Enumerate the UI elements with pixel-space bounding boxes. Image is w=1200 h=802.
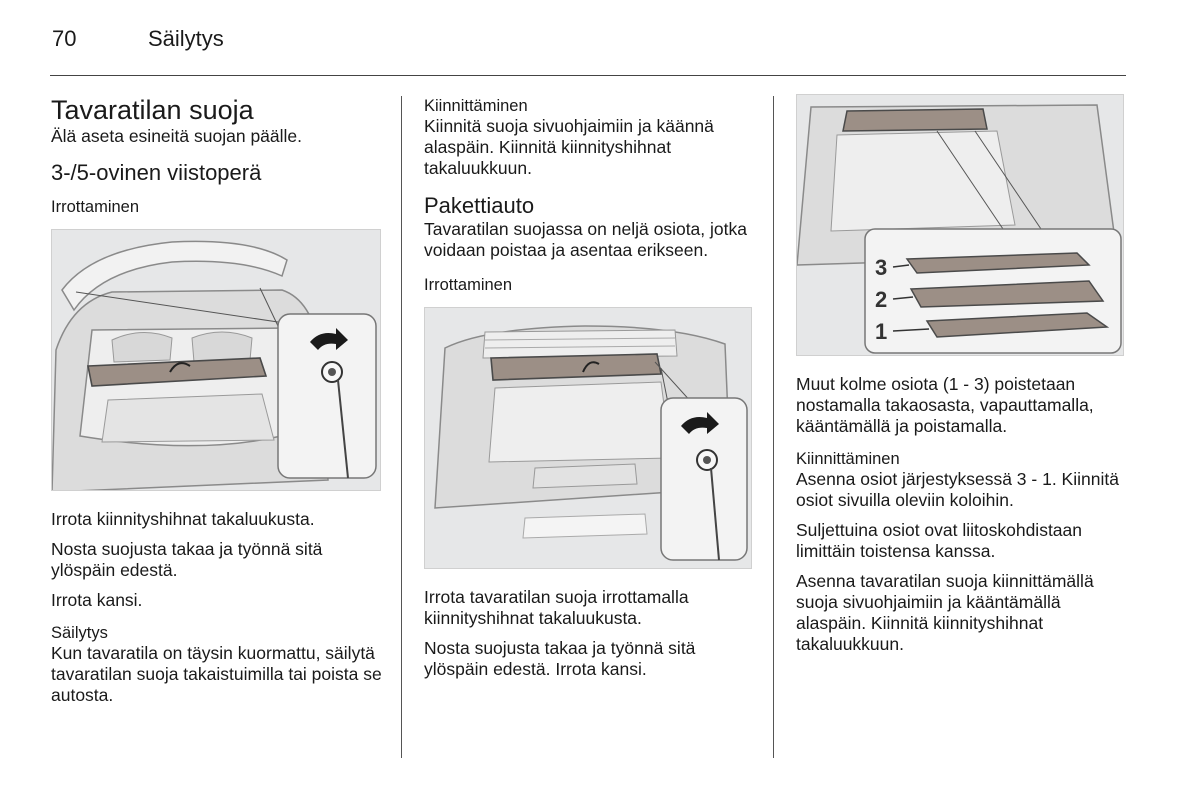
section-label-1: 1 — [875, 319, 887, 344]
hatchback-cover-removal-illustration — [51, 229, 381, 491]
column-2: Kiinnittäminen Kiinnitä suoja sivuohjaim… — [424, 92, 758, 680]
attach-text: Kiinnitä suoja sivuohjaimiin ja käännä a… — [424, 116, 714, 178]
remove-step-1: Irrota kiinnityshihnat takaluukusta. — [51, 509, 315, 529]
section-title: Säilytys — [148, 26, 224, 51]
section-label-2: 2 — [875, 287, 887, 312]
remove-heading: Irrottaminen — [51, 198, 140, 216]
header-rule — [50, 75, 1126, 76]
subheading-hatchback: 3-/5-ovinen viistoperä — [51, 160, 262, 185]
page-number: 70 — [52, 26, 77, 51]
attach-heading: Kiinnittäminen — [796, 450, 900, 468]
attach-step-3: Asenna tavaratilan suoja kiinnittämällä … — [796, 571, 1094, 654]
intro-text: Älä aseta esineitä suojan päälle. — [51, 126, 303, 146]
section-label-3: 3 — [875, 255, 887, 280]
van-cover-removal-illustration — [424, 307, 752, 569]
column-divider — [773, 96, 774, 758]
van-intro: Tavaratilan suojassa on neljä osiota, jo… — [424, 219, 747, 260]
cover-sections-illustration: 3 2 1 — [796, 94, 1124, 356]
van-heading: Pakettiauto — [424, 193, 535, 218]
attach-heading: Kiinnittäminen — [424, 97, 528, 115]
storage-heading: Säilytys — [51, 624, 108, 642]
remove-step-3: Irrota kansi. — [51, 590, 143, 610]
sections-text: Muut kolme osiota (1 - 3) poistetaan nos… — [796, 374, 1094, 436]
remove-step-2: Nosta suojusta takaa ja työnnä sitä ylös… — [51, 539, 323, 580]
remove-step-1: Irrota tavaratilan suoja irrottamalla ki… — [424, 587, 689, 628]
main-heading: Tavaratilan suoja — [51, 95, 254, 125]
storage-text: Kun tavaratila on täysin kuormattu, säil… — [51, 643, 382, 705]
attach-step-2: Suljettuina osiot ovat liitoskohdistaan … — [796, 520, 1083, 561]
attach-step-1: Asenna osiot järjestyksessä 3 - 1. Kiinn… — [796, 469, 1119, 510]
column-1: Tavaratilan suoja Älä aseta esineitä suo… — [51, 92, 385, 706]
remove-step-2: Nosta suojusta takaa ja työnnä sitä ylös… — [424, 638, 696, 679]
remove-heading: Irrottaminen — [424, 276, 513, 294]
column-divider — [401, 96, 402, 758]
column-3: 3 2 1 Muut kolme osiota (1 - 3) poisteta… — [796, 92, 1130, 655]
